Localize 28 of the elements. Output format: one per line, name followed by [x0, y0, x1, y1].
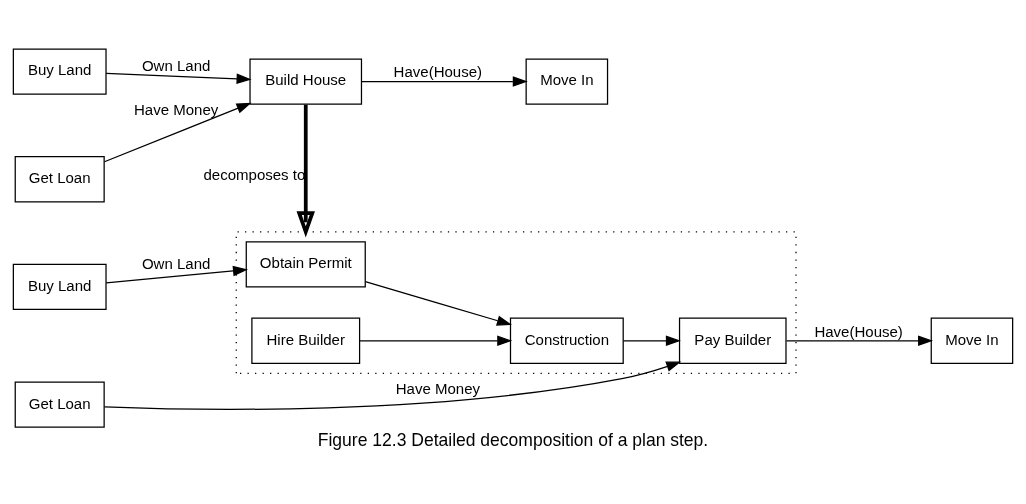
arrow: [360, 75, 528, 87]
arrow: [296, 104, 315, 238]
node-box: Hire Builder: [251, 317, 361, 364]
node-box: Pay Builder: [678, 317, 787, 364]
arrow: [105, 265, 248, 283]
edge-label: Have Money: [395, 379, 481, 397]
edge-label: Own Land: [141, 254, 211, 272]
edge-label: Have Money: [134, 100, 219, 118]
node-box: Buy Land: [12, 263, 107, 310]
arrow: [785, 335, 934, 346]
node-box: Move In: [525, 57, 609, 105]
arrow: [103, 361, 682, 410]
node-box: Get Loan: [14, 155, 105, 202]
node-box: Construction: [509, 317, 624, 364]
edge-label: Have(House): [814, 322, 903, 340]
arrow: [103, 102, 252, 162]
edge-label: Own Land: [141, 56, 211, 74]
caption: Figure 12.3 Detailed decomposition of a plan step.: [317, 429, 709, 450]
arrow: [105, 72, 252, 84]
arrow: [359, 335, 513, 346]
arrow: [622, 335, 681, 346]
node-box: Build House: [249, 57, 363, 105]
edge-label: Have(House): [393, 62, 483, 80]
arrow: [364, 280, 512, 326]
node-box: Get Loan: [14, 381, 105, 428]
node-box: Obtain Permit: [245, 240, 366, 288]
node-box: Buy Land: [12, 47, 107, 95]
node-box: Move In: [930, 317, 1014, 364]
